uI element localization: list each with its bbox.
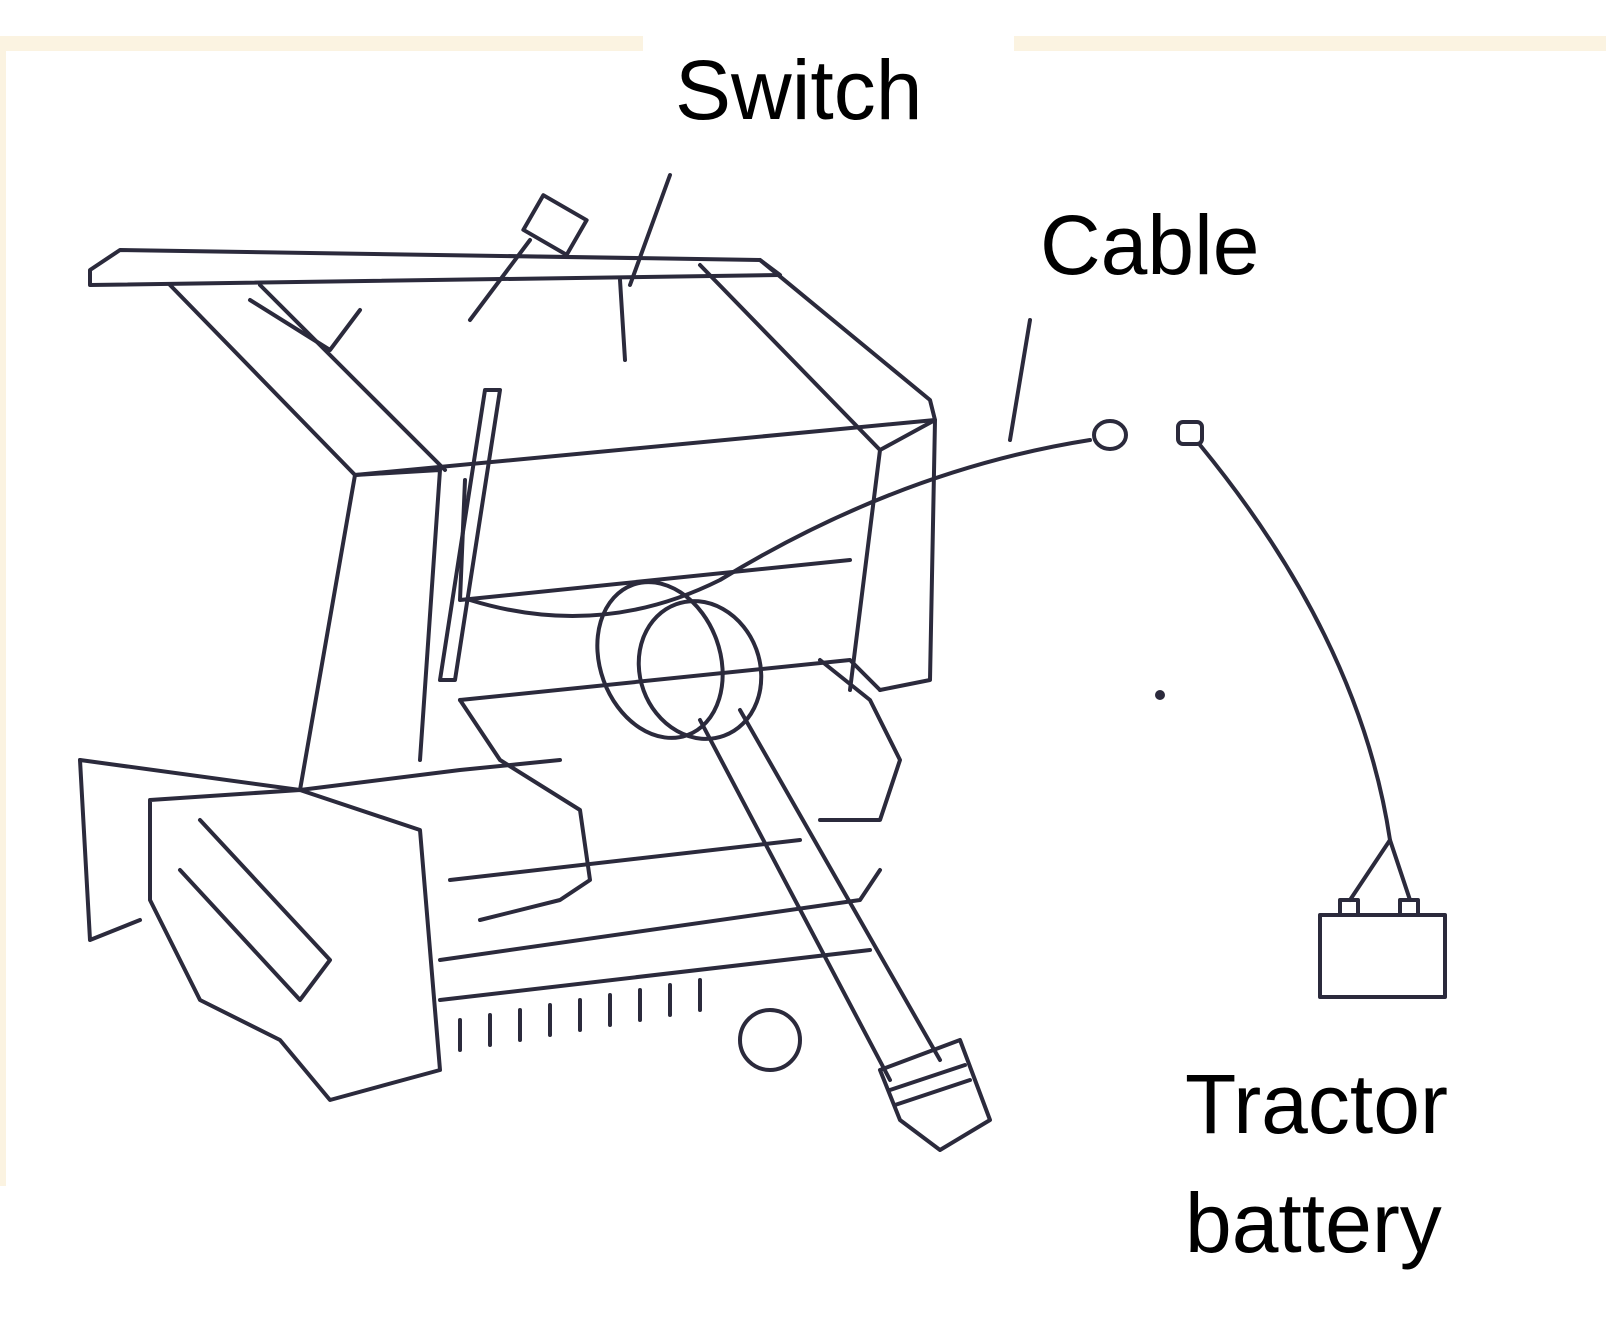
switch-label: Switch bbox=[645, 40, 953, 141]
frame-border-top-left bbox=[0, 36, 643, 51]
machine-body bbox=[78, 658, 902, 1102]
cable-label: Cable bbox=[1030, 195, 1270, 296]
battery-label: Tractor battery bbox=[1185, 1045, 1448, 1284]
switch-pointer bbox=[628, 173, 672, 287]
battery-icon bbox=[1318, 898, 1447, 999]
battery-label-line2: battery bbox=[1185, 1176, 1442, 1271]
dipstick bbox=[438, 388, 502, 682]
machine-hood bbox=[88, 248, 937, 792]
lever bbox=[468, 193, 627, 362]
battery-label-line1: Tractor bbox=[1185, 1057, 1448, 1151]
frame-border-top-right bbox=[1014, 36, 1606, 51]
cable-wire bbox=[468, 318, 1412, 902]
pto-shaft bbox=[595, 580, 992, 1152]
frame-border-left bbox=[0, 36, 6, 1186]
